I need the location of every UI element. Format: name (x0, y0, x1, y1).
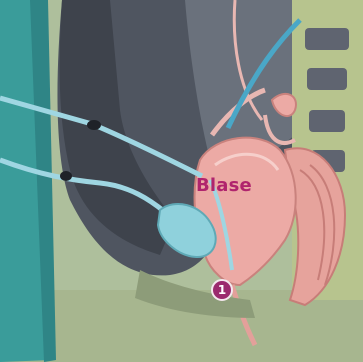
numbered-marker-icon: 1 (211, 279, 233, 301)
clip-lower (60, 171, 72, 181)
clip-upper (87, 120, 101, 130)
marker-number: 1 (218, 283, 226, 297)
bladder-label: Blase (196, 175, 252, 196)
vertebra (309, 110, 345, 132)
vertebra (305, 28, 349, 50)
vertebra (307, 68, 347, 90)
